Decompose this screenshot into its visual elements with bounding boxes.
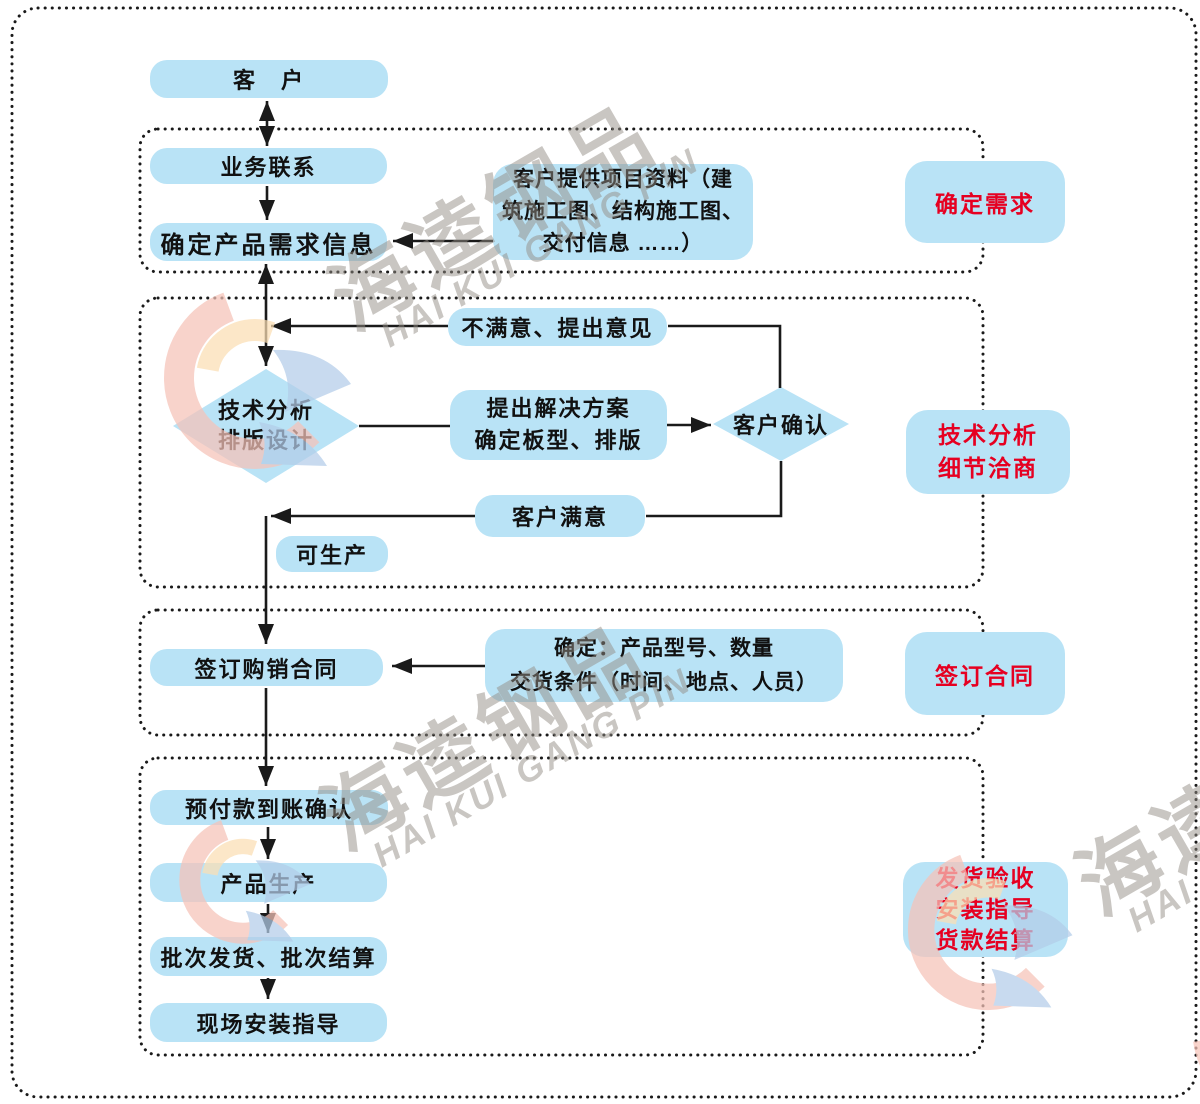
node-install-label: 现场安装指导 xyxy=(196,1011,341,1037)
node-contact: 业务联系 xyxy=(150,148,387,184)
label-requirements: 确定需求 xyxy=(905,161,1065,243)
node-customer-label: 客 户 xyxy=(232,68,305,93)
node-dissatisfied: 不满意、提出意见 xyxy=(448,308,667,346)
node-solution: 提出解决方案 确定板型、排版 xyxy=(450,390,667,460)
analysis-line2: 排版设计 xyxy=(217,428,314,453)
node-sign-label: 签订购销合同 xyxy=(194,656,339,682)
node-terms-line1: 确定：产品型号、数量 xyxy=(554,636,774,660)
node-solution-line1: 提出解决方案 xyxy=(486,396,631,421)
confirm-label: 客户确认 xyxy=(732,413,829,438)
node-sign: 签订购销合同 xyxy=(150,649,383,686)
label-delivery-line3: 货款结算 xyxy=(935,927,1036,953)
node-prepay: 预付款到账确认 xyxy=(150,790,388,825)
node-produce: 产品生产 xyxy=(150,863,387,902)
node-terms: 确定：产品型号、数量 交货条件（时间、地点、人员） xyxy=(485,629,843,702)
confirm-diamond xyxy=(713,387,849,461)
analysis-line1: 技术分析 xyxy=(217,398,314,423)
analysis-diamond-text: 技术分析 排版设计 xyxy=(180,390,352,462)
label-analysis-line2: 细节洽商 xyxy=(938,455,1038,481)
node-materials-line3: 交付信息 ……） xyxy=(542,232,704,255)
node-terms-line2: 交货条件（时间、地点、人员） xyxy=(510,670,818,694)
line-confirm-dissatisfied xyxy=(668,324,782,388)
node-batch-label: 批次发货、批次结算 xyxy=(160,945,377,971)
node-install: 现场安装指导 xyxy=(150,1003,387,1042)
node-satisfied-label: 客户满意 xyxy=(511,505,608,530)
node-materials-line1: 客户提供项目资料（建 xyxy=(513,168,733,191)
label-contract-text: 签订合同 xyxy=(935,662,1035,689)
node-solution-line2: 确定板型、排版 xyxy=(474,428,643,453)
label-contract: 签订合同 xyxy=(905,632,1065,715)
node-materials: 客户提供项目资料（建 筑施工图、结构施工图、 交付信息 ……） xyxy=(493,164,753,260)
label-analysis: 技术分析 细节洽商 xyxy=(906,410,1070,494)
node-satisfied: 客户满意 xyxy=(475,495,645,537)
outer-border xyxy=(10,6,1198,1099)
label-delivery-line2: 安装指导 xyxy=(935,896,1036,922)
node-need: 确定产品需求信息 xyxy=(150,223,387,261)
node-producible: 可生产 xyxy=(276,536,388,572)
node-contact-label: 业务联系 xyxy=(220,155,317,180)
label-delivery-line1: 发货验收 xyxy=(935,865,1036,891)
line-confirm-satisfied xyxy=(646,461,783,518)
section-2-border xyxy=(138,296,985,589)
label-requirements-text: 确定需求 xyxy=(935,191,1035,217)
node-prepay-label: 预付款到账确认 xyxy=(184,796,353,822)
confirm-diamond-text: 客户确认 xyxy=(713,405,849,443)
node-batch: 批次发货、批次结算 xyxy=(150,937,387,976)
node-dissatisfied-label: 不满意、提出意见 xyxy=(461,316,654,341)
node-producible-label: 可生产 xyxy=(295,543,368,568)
label-delivery: 发货验收 安装指导 货款结算 xyxy=(903,862,1068,957)
node-customer: 客 户 xyxy=(150,60,388,98)
label-analysis-line1: 技术分析 xyxy=(938,422,1038,448)
node-materials-line2: 筑施工图、结构施工图、 xyxy=(502,200,744,223)
node-produce-label: 产品生产 xyxy=(220,871,317,897)
node-need-label: 确定产品需求信息 xyxy=(160,231,377,259)
